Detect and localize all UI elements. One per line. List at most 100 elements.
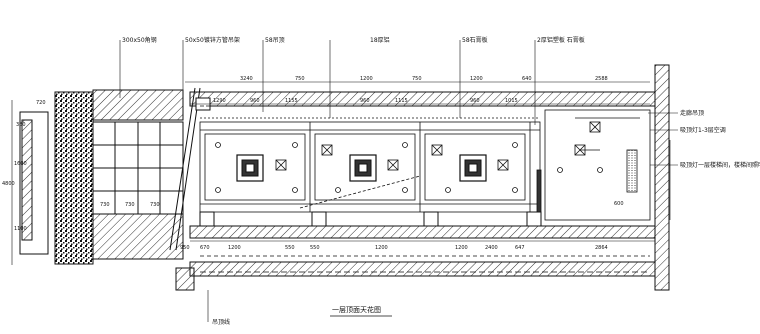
downlight-icon (335, 187, 341, 193)
ac-unit-1-icon (236, 154, 264, 182)
dim-bottom: 2864 (595, 245, 608, 251)
slab-section-line (169, 87, 196, 251)
dim-left-bottom: 730 (150, 202, 160, 208)
dim-bottom: 670 (200, 245, 210, 251)
ceiling-bay-1 (204, 133, 306, 201)
lower-column (175, 267, 195, 291)
dim-left: 4800 (2, 181, 15, 187)
duct-line (299, 175, 421, 209)
column-b2 (423, 211, 439, 227)
ac-unit-2-icon (349, 154, 377, 182)
sill-hatch (92, 213, 184, 260)
vent-icon (431, 144, 443, 156)
dim-mid: 960 (360, 98, 370, 104)
ceiling-bay-2 (314, 133, 416, 201)
lintel-hatch (92, 89, 184, 121)
dimension-lines (11, 81, 671, 265)
dim-bottom: 647 (515, 245, 525, 251)
downlight-icon (597, 167, 603, 173)
corridor-zone (536, 109, 651, 221)
dim-bottom: 1200 (455, 245, 468, 251)
vent-icon (589, 121, 601, 133)
edge-hatch (21, 119, 33, 241)
ceiling-field (199, 121, 541, 213)
right-wall (654, 64, 670, 291)
dim-mid: 960 (250, 98, 260, 104)
downlight-icon (445, 187, 451, 193)
vent-icon (321, 144, 333, 156)
dim-bottom: 1200 (228, 245, 241, 251)
callout-bottom: 吊顶线 (212, 318, 230, 326)
corridor-ceiling (544, 109, 651, 221)
bottom-wall (189, 225, 656, 239)
glazing-grid (92, 121, 184, 215)
column-bl (199, 211, 215, 227)
drawing-title: 一层顶面天花图 (332, 305, 381, 314)
dim-mid: 1155 (285, 98, 298, 104)
callout-top-1: 300x50角钢 (122, 36, 157, 44)
callout-top-6: 2厚铝塑板 石膏板 (537, 36, 585, 44)
downlight-icon (557, 167, 563, 173)
facade-panel (19, 111, 49, 255)
dim-right: 600 (614, 201, 624, 207)
dim-bottom: 2400 (485, 245, 498, 251)
callout-top-4: 18厚铝 (370, 36, 390, 44)
downlight-icon (512, 142, 518, 148)
dim-mid: 1015 (505, 98, 518, 104)
dim-left-bottom: 730 (100, 202, 110, 208)
downlight-icon (215, 187, 221, 193)
dim-top: 640 (522, 76, 532, 82)
dim-left: 1600 (14, 161, 27, 167)
dim-bottom: 950 (180, 245, 190, 251)
lower-wall (189, 261, 656, 277)
lower-corridor (200, 255, 650, 273)
ceiling-zones (199, 105, 541, 213)
dim-top: 750 (412, 76, 422, 82)
downlights (215, 142, 603, 193)
callout-top-3: 58吊顶 (265, 37, 285, 44)
slab-section-line-2 (175, 87, 201, 251)
dim-left: 720 (36, 100, 46, 106)
stone-column (54, 91, 94, 265)
dim-mid: 1290 (213, 98, 226, 104)
vents (275, 121, 601, 171)
column-b1 (311, 211, 327, 227)
ac-unit-3-icon (459, 154, 487, 182)
dim-mid: 1115 (395, 98, 408, 104)
dim-top: 1200 (470, 76, 483, 82)
dim-bottom: 550 (310, 245, 320, 251)
ac-units (236, 154, 487, 182)
room-walls (175, 64, 670, 291)
vent-icon (275, 159, 287, 171)
dim-top: 2588 (595, 76, 608, 82)
cable-tray (536, 169, 542, 213)
callout-right-3: 吸顶灯一层楼梯间，楼梯间照明 (680, 161, 760, 169)
downlight-icon (512, 187, 518, 193)
dim-left: 380 (16, 122, 26, 128)
downlight-icon (215, 142, 221, 148)
leader-lines (119, 40, 678, 322)
left-facade (19, 89, 184, 265)
callout-right-2: 吸顶灯1-3层空调 (680, 126, 726, 134)
vent-icon (497, 159, 509, 171)
callout-top-2: 50x50镀锌方管吊架 (185, 36, 240, 44)
dim-bottom: 550 (285, 245, 295, 251)
dim-mid: 960 (470, 98, 480, 104)
dim-bottom: 1200 (375, 245, 388, 251)
downlight-icon (292, 187, 298, 193)
dim-top: 3240 (240, 76, 253, 82)
downlight-icon (402, 187, 408, 193)
dim-left-bottom: 730 (125, 202, 135, 208)
column-b3 (526, 211, 542, 227)
vent-icon (387, 159, 399, 171)
dim-top: 1200 (360, 76, 373, 82)
callout-right-1: 走廊吊顶 (680, 109, 704, 117)
ceiling-bay-3 (424, 133, 526, 201)
downlight-icon (292, 142, 298, 148)
dim-left: 1100 (14, 226, 27, 232)
downlight-icon (402, 142, 408, 148)
labels: 300x50角钢 50x50镀锌方管吊架 58吊顶 18厚铝 58石膏板 2厚铝… (2, 36, 760, 326)
callout-top-5: 58石膏板 (462, 36, 488, 44)
